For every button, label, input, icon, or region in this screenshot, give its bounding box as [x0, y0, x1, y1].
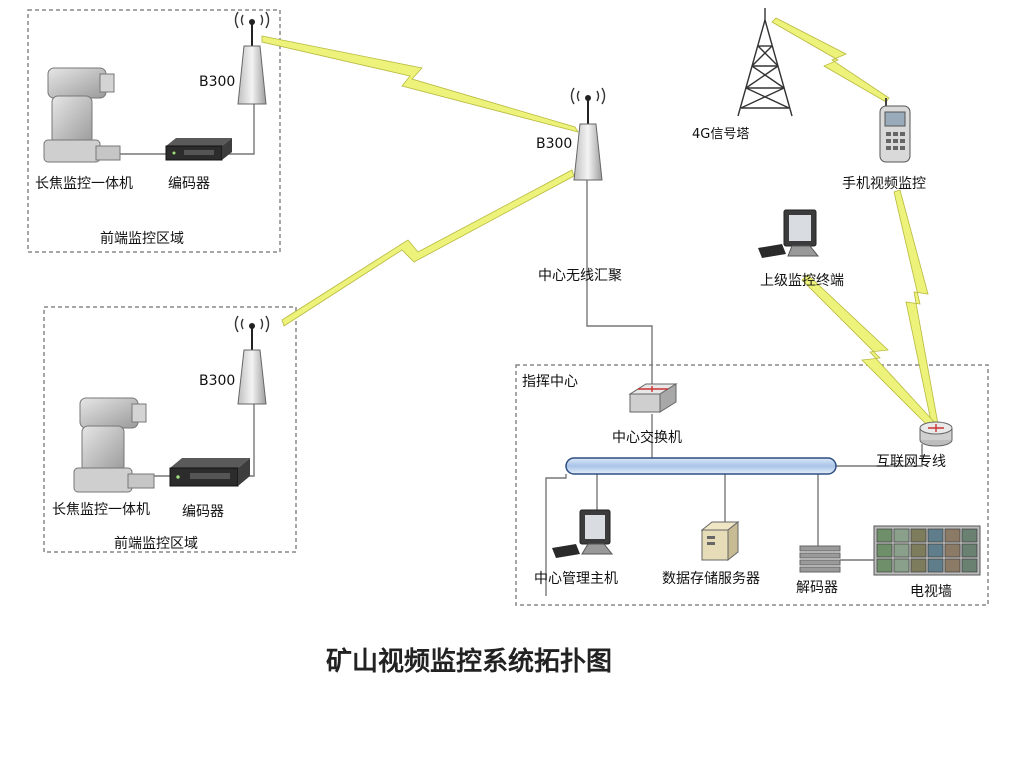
center-ap-label: B300 [536, 136, 572, 152]
management-host-computer [552, 509, 614, 558]
ap-device-center [570, 87, 606, 181]
tv-wall-screen [910, 528, 927, 543]
encoder-2 [169, 458, 250, 487]
wire-encoder1-ap1 [229, 104, 255, 155]
center-aggregation-label: 中心无线汇聚 [538, 268, 622, 284]
tv-wall-screen [927, 543, 944, 558]
diagram-title: 矿山视频监控系统拓扑图 [326, 646, 612, 677]
encoder-2-label: 编码器 [182, 504, 224, 520]
tv-wall-screen [876, 543, 893, 558]
ap-device-1 [234, 11, 270, 105]
wire-bus-left [545, 474, 567, 596]
tv-wall-screen [910, 558, 927, 573]
tv-wall-screen [944, 528, 961, 543]
wire-bus-internet [834, 444, 923, 467]
mobile-phone-icon [879, 98, 911, 163]
ap-1-label: B300 [199, 74, 235, 90]
tv-wall-screen [961, 543, 978, 558]
storage-server-label: 数据存储服务器 [662, 571, 760, 587]
tv-wall-screen [927, 528, 944, 543]
front-zone-1-frame [27, 9, 281, 253]
management-host-label: 中心管理主机 [534, 571, 618, 587]
front-zone-1-label: 前端监控区域 [100, 230, 184, 247]
wireless-link-tower-phone [771, 17, 890, 103]
tv-wall-screen [944, 558, 961, 573]
wireless-link-ap1-center [261, 35, 579, 133]
camera-1 [43, 67, 121, 163]
tv-wall-screen [944, 543, 961, 558]
tv-wall-screen [961, 558, 978, 573]
tv-wall-screen [876, 558, 893, 573]
internet-line-label: 互联网专线 [876, 454, 946, 470]
camera-2-label: 长焦监控一体机 [52, 502, 150, 518]
wires [118, 104, 923, 596]
tv-wall-screen [893, 528, 910, 543]
internet-router [919, 421, 953, 447]
network-bus [565, 457, 837, 475]
camera-2 [73, 397, 155, 493]
encoder-1-label: 编码器 [168, 176, 210, 192]
wireless-link-center-ap2 [281, 169, 575, 327]
upper-terminal-label: 上级监控终端 [760, 273, 844, 289]
tv-wall [873, 525, 981, 576]
tv-wall-screen [961, 528, 978, 543]
center-switch-label: 中心交换机 [612, 429, 682, 446]
upper-terminal-computer [758, 209, 820, 258]
wireless-links [261, 17, 939, 429]
encoder-1 [165, 138, 232, 161]
front-zone-2-label: 前端监控区域 [114, 535, 198, 552]
4g-tower-icon [737, 8, 793, 117]
decoder-label: 解码器 [796, 580, 838, 596]
wire-center-ap-switch [586, 180, 653, 392]
ap-device-2 [234, 315, 270, 405]
command-center-label: 指挥中心 [522, 374, 578, 390]
storage-server [700, 520, 740, 562]
camera-1-label: 长焦监控一体机 [35, 176, 133, 192]
tv-wall-screen [876, 528, 893, 543]
front-zone-2-frame [43, 306, 297, 553]
tv-wall-screen [927, 558, 944, 573]
4g-tower-label: 4G信号塔 [692, 127, 749, 142]
tv-wall-screen [910, 543, 927, 558]
mobile-monitor-label: 手机视频监控 [842, 176, 926, 192]
tv-wall-label: 电视墙 [910, 584, 952, 600]
tv-wall-screen [893, 558, 910, 573]
ap-2-label: B300 [199, 373, 235, 389]
center-switch [628, 383, 678, 413]
command-center-frame [515, 364, 989, 606]
tv-wall-screen [893, 543, 910, 558]
decoder [799, 545, 841, 573]
